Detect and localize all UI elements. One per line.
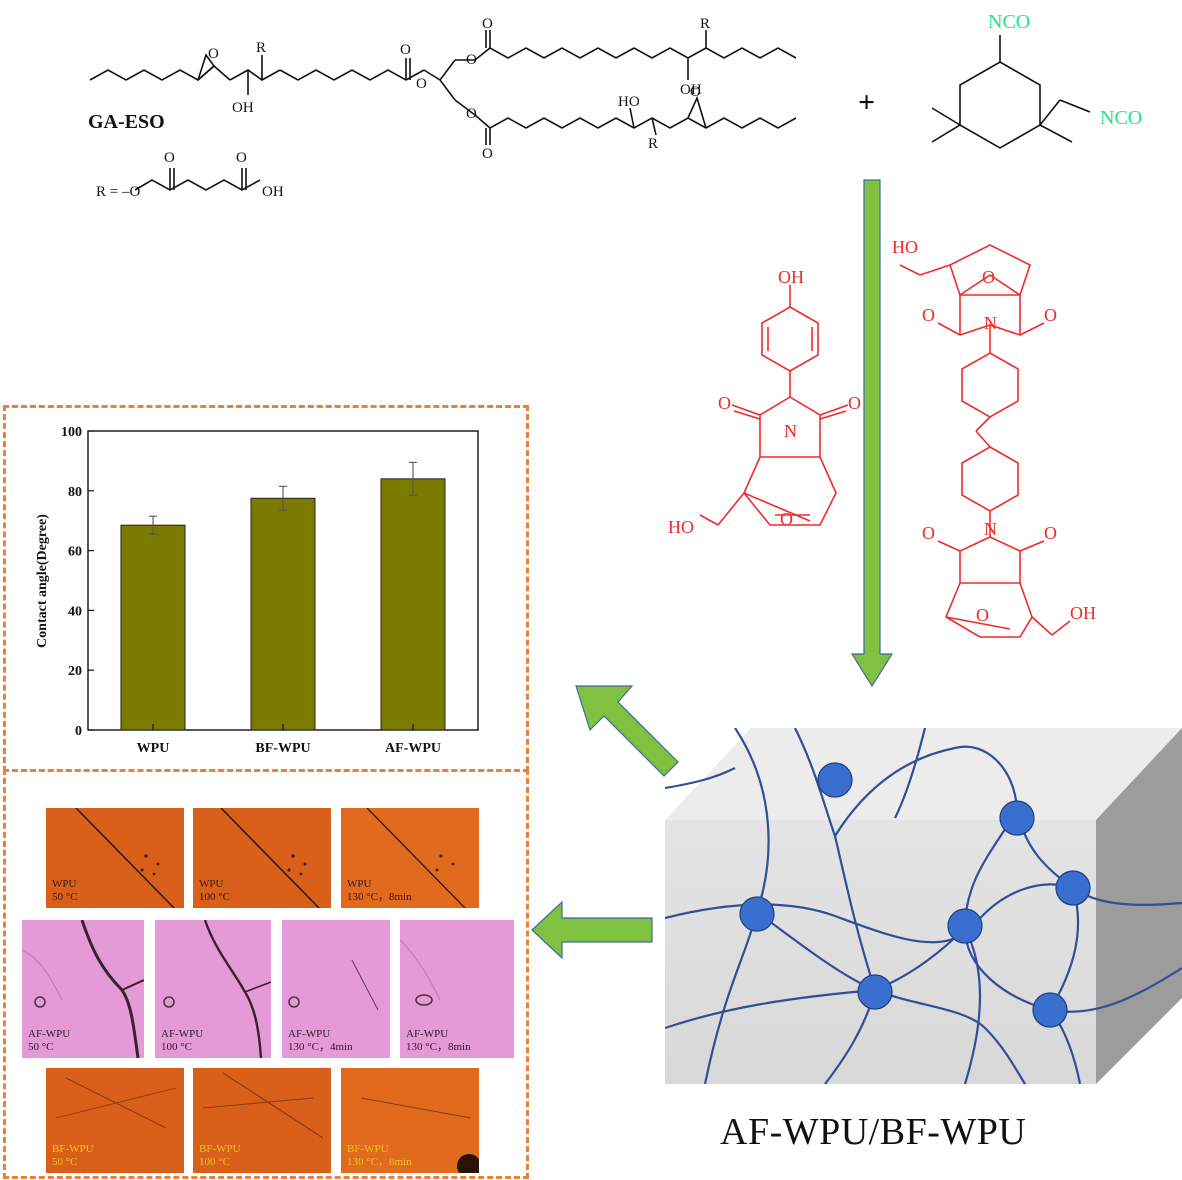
micrograph-caption: AF-WPU 130 °C，4min	[288, 1028, 353, 1053]
y-tick-label: 80	[68, 485, 82, 500]
r-equals-label: R =	[96, 184, 118, 200]
y-tick-label: 0	[75, 724, 82, 739]
micrograph-wpu-130: WPU 130 °C，8min	[341, 808, 479, 908]
arrow-to-chart	[575, 685, 679, 777]
imide-o-4: O	[922, 523, 935, 543]
error-bar	[149, 515, 157, 535]
gaeso-left-chain	[89, 65, 215, 81]
r-carbonyl-o: O	[164, 150, 175, 166]
phenol-oh-label: OH	[778, 267, 804, 287]
bar-wpu	[120, 524, 186, 731]
micrograph-caption: BF-WPU 130 °C，8min	[347, 1143, 412, 1168]
y-tick-label: 60	[68, 545, 82, 560]
nco-label-top: NCO	[988, 11, 1030, 33]
micrograph-wpu-50: WPU 50 °C	[46, 808, 184, 908]
imide-n-2: N	[984, 313, 997, 333]
contact-angle-chart: 0 20 40 60 80 100 WPU BF-WPU AF-WPU Contact ang…	[35, 425, 479, 756]
imide-o-2: O	[922, 305, 935, 325]
imide-o-right: O	[848, 393, 861, 413]
micrograph-bf-130: BF-WPU 130 °C，8min	[341, 1068, 479, 1173]
ho-label-right: HO	[892, 237, 918, 257]
micrograph-af-130-4min: AF-WPU 130 °C，4min	[282, 920, 390, 1058]
micrograph-caption: WPU 130 °C，8min	[347, 878, 412, 903]
micrograph-af-130-8min: AF-WPU 130 °C，8min	[400, 920, 514, 1058]
network-cube	[665, 728, 1182, 1085]
bridge-o-label-3: O	[976, 605, 989, 625]
carbonyl-o-label: O	[400, 42, 411, 58]
chart-y-axis-label: Contact angle(Degree)	[35, 514, 50, 648]
ho-label: HO	[618, 94, 640, 110]
bar-bf-wpu	[250, 497, 316, 731]
micrograph-caption: AF-WPU 50 °C	[28, 1028, 71, 1053]
imide-o-5: O	[1044, 523, 1057, 543]
r-oh-label: OH	[262, 184, 284, 200]
gaeso-label: GA-ESO	[88, 111, 165, 133]
reaction-scheme: O OH R O O O O O O R OH HO R O GA-ESO R …	[88, 11, 1142, 200]
x-tick-label: BF-WPU	[255, 741, 310, 756]
y-tick-label: 40	[68, 604, 82, 619]
oh-label-right-bottom: OH	[1070, 603, 1096, 623]
imide-n-3: N	[984, 519, 997, 539]
micrograph-panel-frame	[3, 769, 529, 1179]
nco-label-right: NCO	[1100, 107, 1142, 129]
x-tick-label: WPU	[137, 741, 170, 756]
x-tick-label: AF-WPU	[385, 741, 441, 756]
r-label-2: R	[700, 16, 710, 32]
micrograph-af-100: AF-WPU 100 °C	[155, 920, 271, 1058]
bridge-o-label: O	[780, 509, 793, 529]
ho-label-left: HO	[668, 517, 694, 537]
crosslinker-structures: OH O O N O HO HO O O O N N O O O OH	[668, 237, 1096, 638]
r-o-label: –O	[121, 184, 141, 200]
micrograph-caption: BF-WPU 100 °C	[199, 1143, 241, 1168]
imide-o-left: O	[718, 393, 731, 413]
imide-o-3: O	[1044, 305, 1057, 325]
micrograph-caption: AF-WPU 130 °C，8min	[406, 1028, 471, 1053]
bridge-o-label-2: O	[982, 267, 995, 287]
carbonyl-o-label-2: O	[482, 16, 493, 32]
micrograph-caption: AF-WPU 100 °C	[161, 1028, 204, 1053]
oh-label: OH	[232, 100, 254, 116]
r-label-3: R	[648, 136, 658, 152]
micrograph-af-50: AF-WPU 50 °C	[22, 920, 144, 1058]
error-bar	[409, 461, 417, 496]
ester-o-label-3: O	[466, 106, 477, 122]
micrograph-caption: WPU 50 °C	[52, 878, 78, 903]
ester-o-label: O	[416, 76, 427, 92]
y-tick-label: 20	[68, 664, 82, 679]
epoxide-o-label-2: O	[690, 84, 701, 100]
micrograph-bf-50: BF-WPU 50 °C	[46, 1068, 184, 1173]
carbonyl-o-label-3: O	[482, 146, 493, 162]
ester-o-label-2: O	[466, 52, 477, 68]
oh-label-2: OH	[680, 82, 702, 98]
micrograph-caption: WPU 100 °C	[199, 878, 230, 903]
micrograph-caption: BF-WPU 50 °C	[52, 1143, 94, 1168]
error-bar	[279, 485, 287, 511]
plus-sign: +	[858, 86, 875, 119]
epoxide-o-label: O	[208, 46, 219, 62]
bar-af-wpu	[380, 478, 446, 731]
r-label: R	[256, 40, 266, 56]
r-carbonyl-o-2: O	[236, 150, 247, 166]
crosslink-nodes	[739, 762, 1091, 1028]
arrow-to-micrographs	[531, 900, 653, 960]
y-tick-label: 100	[61, 425, 82, 440]
micrograph-bf-100: BF-WPU 100 °C	[193, 1068, 331, 1173]
micrograph-wpu-100: WPU 100 °C	[193, 808, 331, 908]
down-arrow	[850, 179, 894, 688]
imide-n-label: N	[784, 421, 797, 441]
product-label: AF-WPU/BF-WPU	[720, 1111, 1027, 1153]
